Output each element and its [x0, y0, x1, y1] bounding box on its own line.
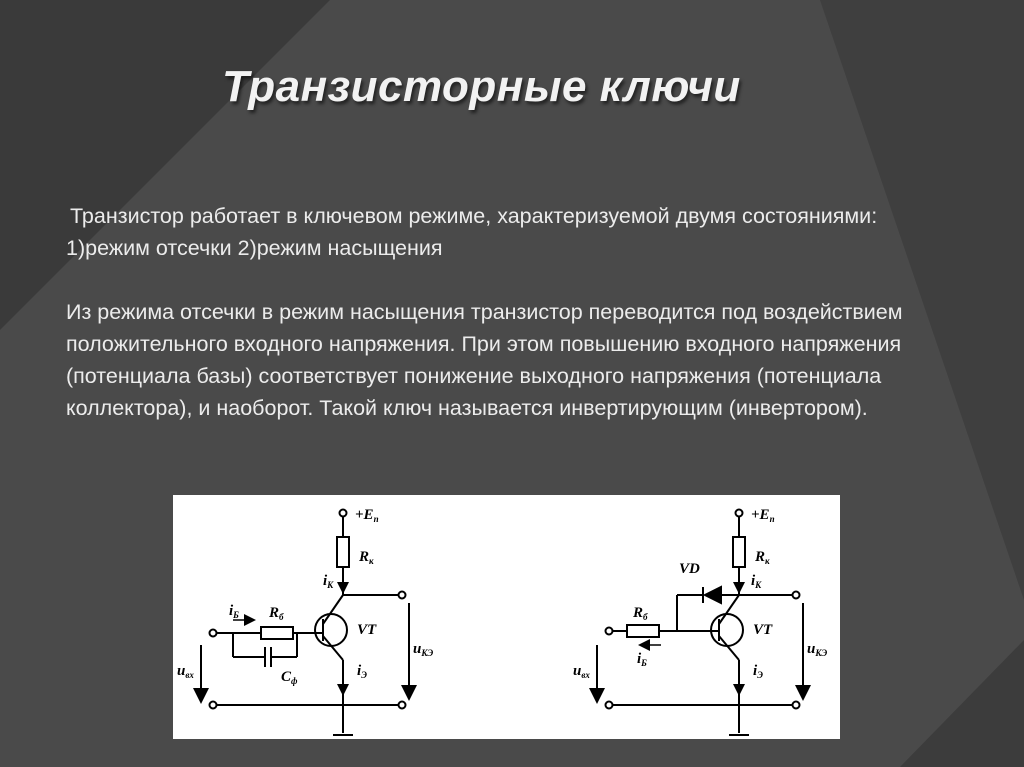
c2-uke-label: uКЭ — [807, 641, 827, 658]
c2-rb-label: Rб — [632, 605, 648, 622]
c1-ik-label: iК — [323, 573, 334, 590]
c1-uin-label: uвх — [177, 663, 194, 680]
c1-supply-label: +Eп — [355, 507, 379, 524]
c1-vt-label: VT — [357, 622, 377, 638]
c1-uke-label: uКЭ — [413, 641, 433, 658]
c1-ib-label: iБ — [229, 603, 239, 620]
c1-rk-label: Rк — [358, 549, 374, 566]
paragraph-inverter: Из режима отсечки в режим насыщения тран… — [66, 300, 903, 420]
slide-title: Транзисторные ключи — [222, 62, 741, 111]
c1-cf-label: Cф — [281, 669, 298, 686]
c2-uin-label: uвх — [573, 663, 590, 680]
circuit-1 — [193, 508, 417, 736]
c1-rb-label: Rб — [268, 605, 284, 622]
c2-ik-label: iК — [751, 573, 762, 590]
c2-supply-label: +Eп — [751, 507, 775, 524]
paragraph-modes: Транзистор работает в ключевом режиме, х… — [66, 204, 878, 260]
c1-ie-label: iЭ — [357, 663, 367, 680]
c2-rk-label: Rк — [754, 549, 770, 566]
c2-ie-label: iЭ — [753, 663, 763, 680]
c2-vd-label: VD — [679, 561, 700, 577]
circuit-figure: +Eп Rк iК iБ Rб VT uвх Cф iЭ uКЭ +Eп Rк … — [173, 495, 840, 739]
slide-body: Транзистор работает в ключевом режиме, х… — [66, 200, 946, 424]
c2-vt-label: VT — [753, 622, 773, 638]
circuit-diagrams: +Eп Rк iК iБ Rб VT uвх Cф iЭ uКЭ +Eп Rк … — [177, 507, 827, 736]
circuit-2 — [589, 508, 811, 736]
c2-ib-label: iБ — [637, 651, 647, 668]
